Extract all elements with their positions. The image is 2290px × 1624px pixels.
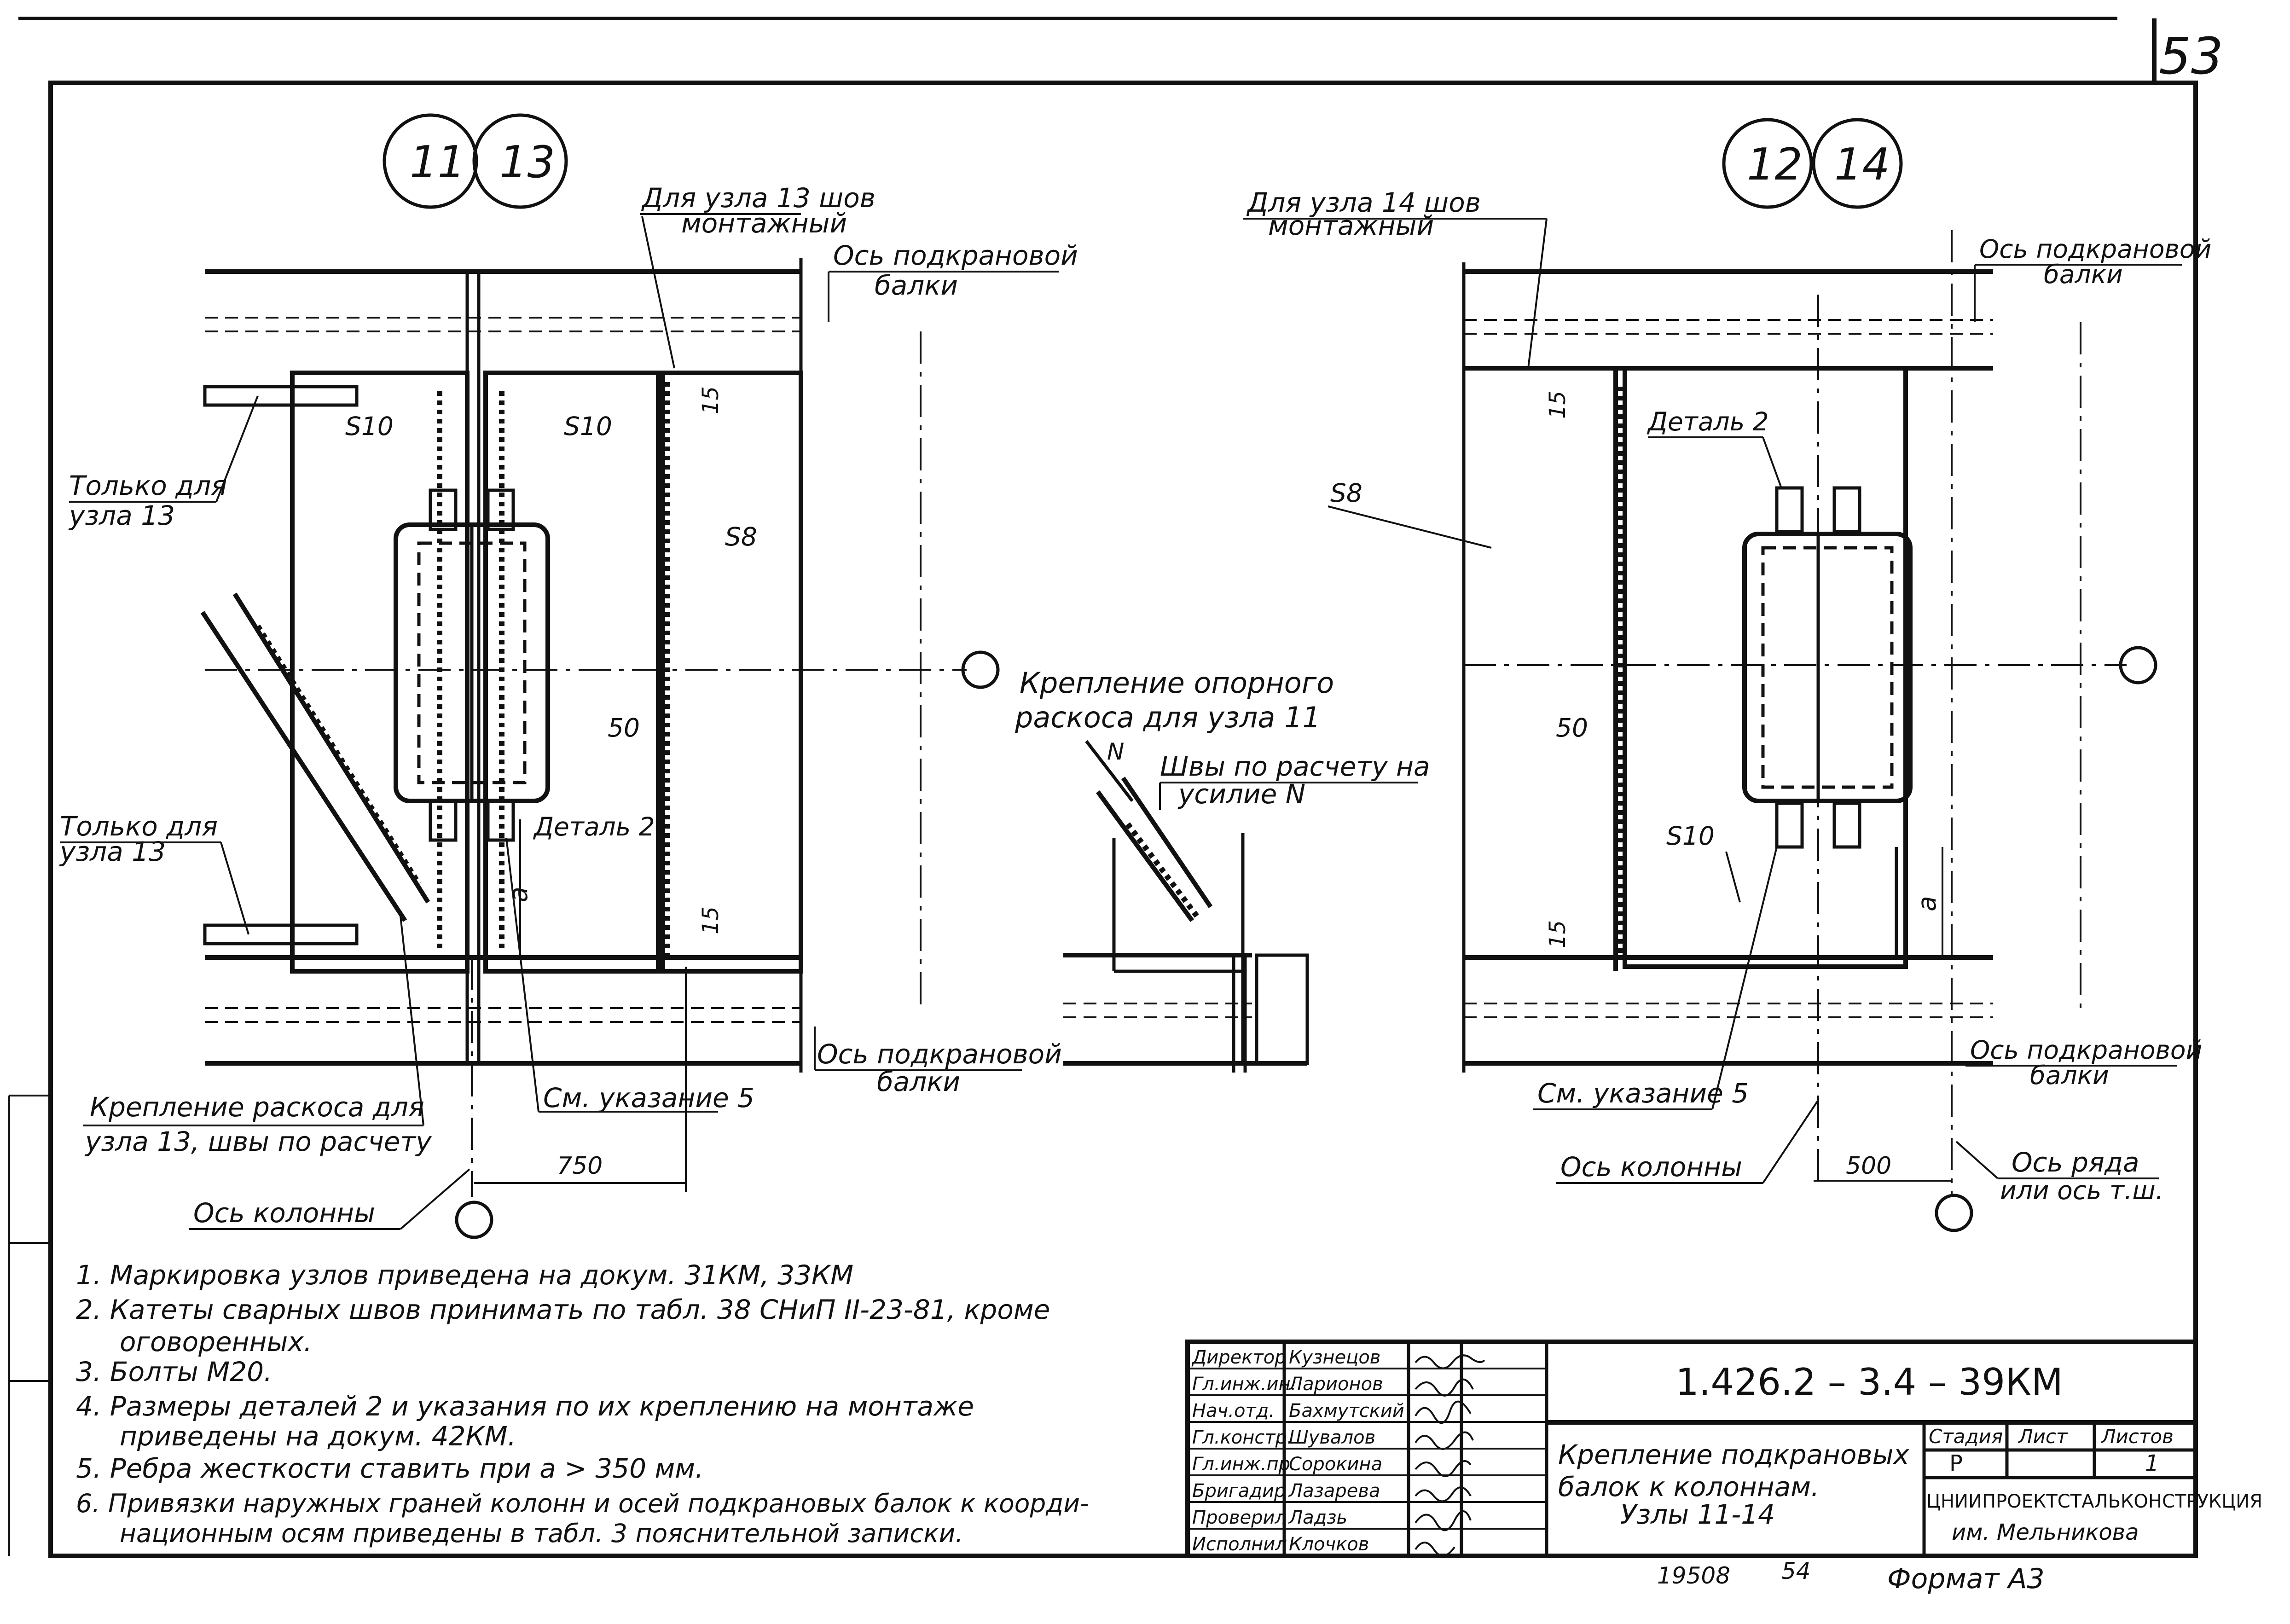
stage-value: Р bbox=[1949, 1450, 1963, 1476]
mid-title-2: раскоса для узла 11 bbox=[1015, 701, 1321, 734]
org-sub: им. Мельникова bbox=[1952, 1520, 2139, 1545]
sheet-header: Лист bbox=[2018, 1425, 2068, 1448]
role-cell: Гл.инж.пр. bbox=[1192, 1454, 1296, 1475]
bottom-number-2: 54 bbox=[1781, 1558, 1811, 1584]
right-detail-2: Деталь 2 bbox=[1646, 407, 1769, 436]
note-line: 6. Привязки наружных граней колонн и осе… bbox=[76, 1489, 1089, 1518]
left-beam-axis-bottom-2: балки bbox=[877, 1066, 960, 1097]
left-dim-50: 50 bbox=[608, 713, 640, 742]
right-dim-50: 50 bbox=[1556, 713, 1588, 742]
right-beam-axis-bottom-1: Ось подкрановой bbox=[1970, 1035, 2202, 1065]
name-cell: Кузнецов bbox=[1289, 1347, 1380, 1368]
title-line-1: Крепление подкрановых bbox=[1558, 1439, 1909, 1470]
title-block bbox=[1185, 1340, 2198, 1558]
org-name: ЦНИИПРОЕКТСТАЛЬКОНСТРУКЦИЯ bbox=[1926, 1491, 2262, 1512]
right-beam-drawing bbox=[1462, 230, 2157, 1232]
left-dim-15-bottom: 15 bbox=[698, 906, 724, 934]
right-row-axis-2: или ось т.ш. bbox=[2000, 1176, 2163, 1205]
right-plate-s10: S10 bbox=[1666, 821, 1715, 851]
left-plate-s10-b: S10 bbox=[564, 412, 612, 441]
right-dim-a: a bbox=[1912, 896, 1942, 911]
mid-welds-1: Швы по расчету на bbox=[1160, 751, 1430, 782]
name-cell: Клочков bbox=[1289, 1534, 1369, 1555]
role-cell: Бригадир bbox=[1192, 1480, 1286, 1502]
role-cell: Проверил bbox=[1192, 1507, 1287, 1528]
left-only-13-top-1: Только для bbox=[69, 470, 227, 501]
left-beam-axis-top-1: Ось подкрановой bbox=[833, 240, 1078, 271]
sheet-frame bbox=[8, 17, 2198, 1558]
left-node-a: 11 bbox=[410, 137, 465, 188]
right-dim-15-bottom: 15 bbox=[1545, 920, 1571, 948]
left-beam-drawing bbox=[200, 258, 1000, 1239]
left-dim-a: a bbox=[504, 887, 533, 902]
left-beam-axis-bottom-1: Ось подкрановой bbox=[817, 1038, 1062, 1070]
role-cell: Исполнил bbox=[1192, 1534, 1287, 1555]
right-node-markers bbox=[1722, 118, 1903, 209]
title-line-2: балок к колоннам. bbox=[1558, 1471, 1819, 1502]
sheets-header: Листов bbox=[2100, 1425, 2174, 1448]
left-dim-15-top: 15 bbox=[698, 386, 724, 414]
doc-code: 1.426.2 – 3.4 – 39КМ bbox=[1675, 1361, 2063, 1404]
title-line-3: Узлы 11-14 bbox=[1620, 1499, 1775, 1530]
right-dim-500: 500 bbox=[1846, 1152, 1891, 1180]
note-line: 1. Маркировка узлов приведена на докум. … bbox=[76, 1259, 853, 1291]
left-dim-750: 750 bbox=[557, 1152, 603, 1180]
right-node-a: 12 bbox=[1747, 139, 1803, 190]
right-node-b: 14 bbox=[1834, 139, 1890, 190]
note-line: 5. Ребра жесткости ставить при a > 350 м… bbox=[76, 1453, 703, 1484]
left-see-note-5: См. указание 5 bbox=[543, 1082, 754, 1114]
left-only-13-top-2: узла 13 bbox=[68, 500, 175, 531]
role-cell: Нач.отд. bbox=[1192, 1400, 1275, 1421]
bottom-number-1: 19508 bbox=[1657, 1562, 1730, 1589]
name-cell: Бахмутский bbox=[1289, 1400, 1404, 1421]
left-only-13-bottom-1: Только для bbox=[60, 811, 218, 842]
mid-brace-drawing bbox=[1063, 740, 1309, 1073]
mid-force: N bbox=[1107, 738, 1124, 765]
format-label: Формат А3 bbox=[1887, 1563, 2045, 1595]
sheet-number: 53 bbox=[2159, 27, 2223, 86]
left-plate-s10-a: S10 bbox=[345, 412, 394, 441]
role-cell: Гл.констр. bbox=[1192, 1427, 1293, 1448]
role-cell: Директор bbox=[1191, 1347, 1287, 1368]
right-row-axis-1: Ось ряда bbox=[2012, 1147, 2139, 1178]
right-seam-note-2: монтажный bbox=[1268, 210, 1434, 241]
right-dim-15-top: 15 bbox=[1545, 391, 1571, 419]
role-cell: Гл.инж.ин. bbox=[1192, 1374, 1296, 1395]
note-line: оговоренных. bbox=[120, 1326, 312, 1357]
stage-header: Стадия bbox=[1929, 1425, 2003, 1448]
left-brace-note-2: узла 13, швы по расчету bbox=[84, 1126, 432, 1157]
right-column-axis: Ось колонны bbox=[1560, 1151, 1742, 1183]
note-line: 3. Болты М20. bbox=[76, 1356, 272, 1387]
note-line: 4. Размеры деталей 2 и указания по их кр… bbox=[76, 1391, 974, 1422]
left-column-axis: Ось колонны bbox=[193, 1197, 375, 1229]
left-node-markers bbox=[383, 113, 568, 209]
note-line: национным осям приведены в табл. 3 поясн… bbox=[120, 1519, 963, 1548]
right-beam-axis-top-1: Ось подкрановой bbox=[1979, 234, 2211, 264]
name-cell: Лазарева bbox=[1288, 1480, 1380, 1502]
left-brace-note-1: Крепление раскоса для bbox=[90, 1091, 424, 1123]
mid-welds-2: усилие N bbox=[1177, 778, 1305, 810]
signature-scribbles bbox=[1415, 1354, 1485, 1557]
note-line: 2. Катеты сварных швов принимать по табл… bbox=[76, 1294, 1050, 1325]
signature-roles: Директор Кузнецов Гл.инж.ин. Ларионов На… bbox=[1191, 1347, 1404, 1555]
name-cell: Шувалов bbox=[1289, 1427, 1375, 1448]
left-node-b: 13 bbox=[499, 137, 555, 188]
name-cell: Ларионов bbox=[1288, 1374, 1383, 1395]
left-only-13-bottom-2: узла 13 bbox=[59, 836, 166, 867]
right-plate-s8: S8 bbox=[1330, 478, 1362, 508]
left-seam-note-1: Для узла 13 шов bbox=[641, 182, 875, 214]
note-line: приведены на докум. 42КМ. bbox=[120, 1421, 516, 1452]
name-cell: Ладзь bbox=[1288, 1507, 1347, 1528]
left-detail-2: Деталь 2 bbox=[533, 812, 655, 841]
left-plate-s8: S8 bbox=[725, 522, 757, 551]
notes-block: 1. Маркировка узлов приведена на докум. … bbox=[76, 1259, 1089, 1548]
mid-title-1: Крепление опорного bbox=[1020, 666, 1334, 700]
left-seam-note-2: монтажный bbox=[681, 208, 847, 239]
sheets-value: 1 bbox=[2145, 1450, 2159, 1476]
right-seam-note-1: Для узла 14 шов bbox=[1246, 187, 1481, 218]
left-beam-axis-top-2: балки bbox=[875, 270, 958, 301]
name-cell: Сорокина bbox=[1289, 1454, 1382, 1475]
